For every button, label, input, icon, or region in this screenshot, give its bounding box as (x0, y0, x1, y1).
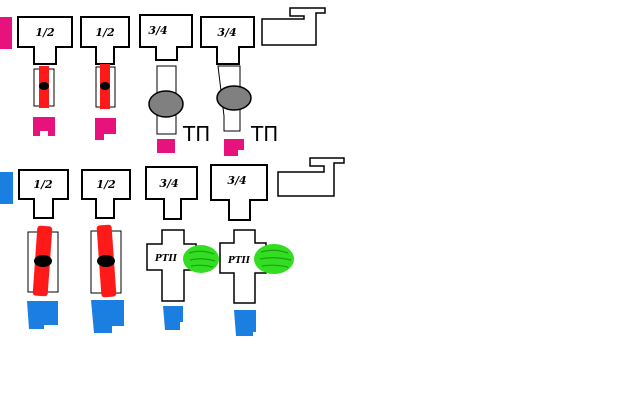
fitting-label: 1/2 (95, 26, 115, 39)
fitting-body (139, 14, 193, 61)
tee-label: PTII (154, 254, 178, 264)
fitting-label: 1/2 (33, 178, 53, 191)
top-row-marker (0, 17, 12, 49)
valve-ball (39, 82, 49, 90)
pink-swatch-3 (157, 139, 175, 153)
fitting-body (81, 169, 131, 219)
bottom-fitting-4: 3/4 (210, 164, 268, 221)
fitting-label: 1/2 (96, 178, 116, 191)
valve-ball (34, 255, 52, 267)
bottom-fitting-1: 1/2 (18, 169, 69, 219)
water-meter-icon (216, 85, 252, 111)
tp-label-2: ТП (250, 122, 278, 146)
fitting-body (210, 164, 268, 221)
bottom-row-marker (0, 172, 13, 204)
tp-label-1: ТП (182, 122, 210, 146)
blue-swatch-2 (91, 300, 124, 333)
fitting-body (18, 169, 69, 219)
top-fitting-1: 1/2 (17, 16, 73, 65)
top-valve-1 (33, 66, 55, 108)
fitting-label: 3/4 (217, 26, 236, 39)
water-meter-icon (148, 90, 184, 118)
fitting-body (200, 16, 255, 65)
fitting-body (145, 166, 198, 220)
elbow-pipe-icon (277, 157, 345, 197)
elbow-pipe-icon (261, 7, 326, 46)
tee-fitting-icon (146, 229, 197, 302)
valve-ball (100, 82, 110, 90)
filter-mesh (259, 249, 292, 268)
blue-swatch-4 (234, 310, 256, 336)
bottom-fitting-2: 1/2 (81, 169, 131, 219)
blue-swatch-3 (163, 306, 183, 330)
fitting-label: 3/4 (227, 174, 246, 187)
bottom-valve-2 (90, 224, 122, 298)
top-meter-1 (148, 65, 184, 135)
tee-fitting-icon (219, 229, 267, 304)
pink-swatch-4 (224, 139, 244, 156)
bottom-valve-1 (27, 225, 59, 297)
top-fitting-2: 1/2 (80, 16, 130, 65)
bottom-fitting-3: 3/4 (145, 166, 198, 220)
fitting-body (80, 16, 130, 65)
bottom-tee-2: PTII (219, 229, 294, 304)
top-fitting-3: 3/4 (139, 14, 193, 61)
top-meter-2 (216, 65, 252, 132)
blue-swatch-1 (27, 301, 58, 329)
fitting-label: 3/4 (159, 177, 178, 190)
filter-mesh (188, 250, 216, 268)
pink-swatch-1 (33, 117, 55, 136)
fitting-body (17, 16, 73, 65)
fitting-label: 1/2 (35, 26, 55, 39)
valve-ball (97, 255, 115, 267)
top-valve-2 (95, 64, 116, 109)
bottom-tee-1: PTII (146, 229, 219, 302)
fitting-label: 3/4 (148, 24, 167, 37)
pink-swatch-2 (95, 118, 116, 140)
top-fitting-4: 3/4 (200, 16, 255, 65)
tee-label: PTII (227, 256, 251, 266)
